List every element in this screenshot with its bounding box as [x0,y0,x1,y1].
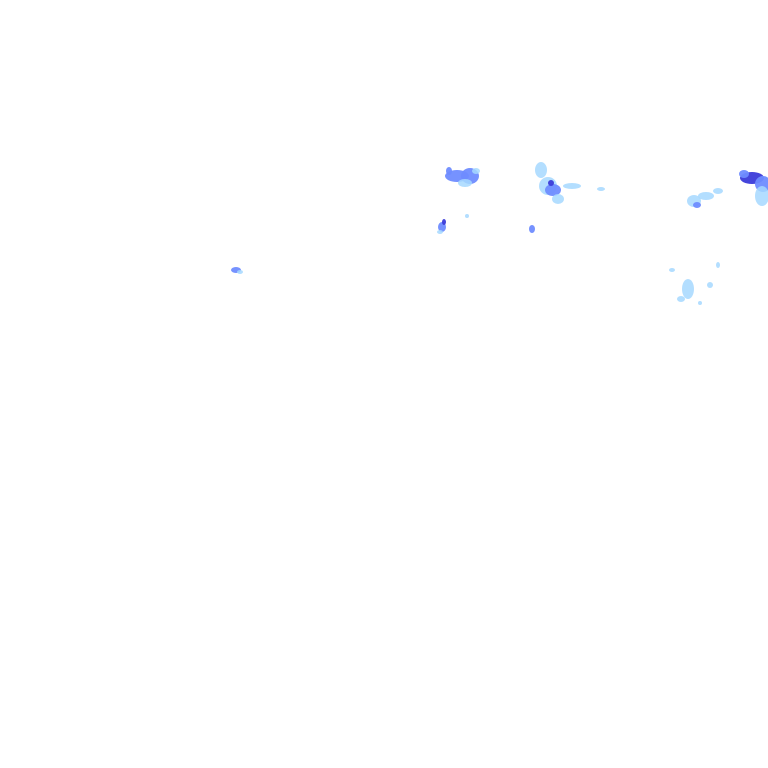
echo-cluster-8 [231,267,243,274]
echo-cluster-9 [669,262,720,305]
echo-cell-light [682,279,694,299]
echo-cluster-3 [687,188,723,208]
echo-cell-light [716,262,720,268]
echo-cell-light [755,186,768,206]
echo-cell-medium [545,184,561,196]
echo-cluster-6 [529,225,535,233]
echo-cell-light [472,168,480,174]
echo-cell-light [437,230,443,234]
echo-cell-light [465,214,469,218]
echo-cell-heavy [442,219,446,225]
precipitation-echoes [231,162,768,305]
echo-cell-light [552,194,564,204]
echo-cell-light [698,192,714,200]
echo-cluster-2 [535,162,605,204]
echo-cell-medium [739,170,749,178]
echo-cell-light [237,270,243,274]
echo-cell-light [535,162,547,178]
echo-cell-medium [693,202,701,208]
echo-cell-light [669,268,675,272]
echo-cluster-7 [465,214,469,218]
echo-cell-light [458,179,472,187]
echo-cell-light [563,183,581,189]
echo-cluster-5 [437,219,446,234]
echo-cell-medium [446,167,452,175]
echo-cell-light [597,187,605,191]
echo-cell-heavy [548,180,554,186]
echo-cell-medium [529,225,535,233]
echo-cell-light [713,188,723,194]
echo-cell-light [707,282,713,288]
echo-cluster-1 [445,167,480,187]
echo-cell-light [698,301,702,305]
echo-cell-light [677,296,685,302]
echo-cluster-4 [739,170,768,206]
